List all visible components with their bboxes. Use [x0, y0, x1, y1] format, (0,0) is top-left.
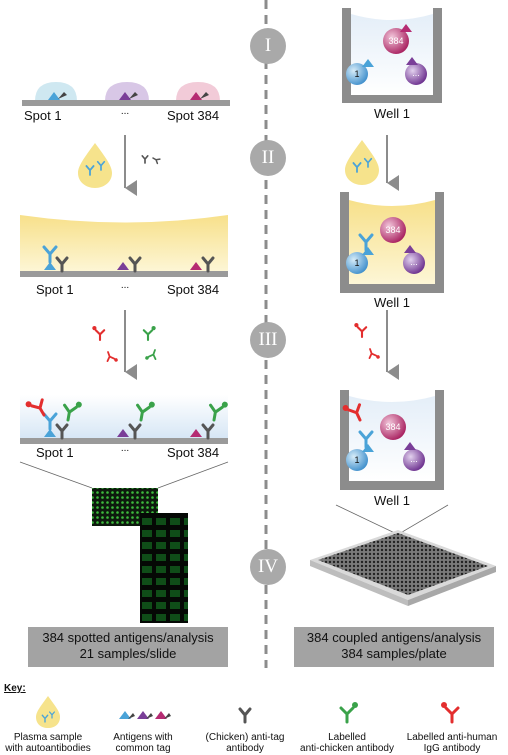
left-summary-line1: 384 spotted antigens/analysis — [42, 630, 214, 645]
key-antitag-icon — [238, 707, 252, 724]
bead-label-1: 1 — [354, 69, 360, 79]
spot-last-label: Spot 384 — [167, 108, 220, 123]
spot-last-label: Spot 384 — [167, 445, 220, 460]
key-title: Key: — [4, 683, 26, 694]
spot-ellipsis: ... — [120, 106, 130, 117]
key-plasma-icon — [36, 696, 60, 728]
bead-label-384: 384 — [385, 422, 401, 432]
step-number-4: IV — [250, 549, 286, 585]
spot-first-label: Spot 1 — [36, 445, 74, 460]
bead-label-1: 1 — [354, 258, 360, 268]
well-step-1 — [342, 8, 442, 103]
step-number-2: II — [250, 140, 286, 176]
well-label: Well 1 — [374, 106, 410, 121]
well-label: Well 1 — [374, 295, 410, 310]
spot-last-label: Spot 384 — [167, 282, 220, 297]
chip-step-1 — [22, 82, 230, 106]
chip-step-2 — [20, 215, 228, 277]
right-summary-box: 384 coupled antigens/analysis 384 sample… — [294, 627, 494, 667]
bead-label-1: 1 — [354, 455, 360, 465]
bead-label-ellipsis: ... — [410, 454, 418, 464]
step-number-3: III — [250, 322, 286, 358]
bead-label-ellipsis: ... — [410, 257, 418, 267]
well-label: Well 1 — [374, 493, 410, 508]
spot-ellipsis: ... — [120, 443, 130, 454]
well-step-3 — [340, 390, 444, 490]
microtiter-plate-image — [310, 530, 496, 606]
left-summary-line2: 21 samples/slide — [79, 646, 177, 661]
bead-label-384: 384 — [388, 36, 404, 46]
plasma-drop-left — [78, 143, 112, 188]
well-step-2 — [340, 192, 444, 293]
spot-first-label: Spot 1 — [24, 108, 62, 123]
spot-ellipsis: ... — [120, 280, 130, 291]
left-summary-box: 384 spotted antigens/analysis 21 samples… — [28, 627, 228, 667]
plasma-drop-right — [345, 140, 379, 185]
right-summary-line1: 384 coupled antigens/analysis — [306, 630, 482, 645]
step-number-1: I — [250, 28, 286, 64]
bead-label-384: 384 — [385, 225, 401, 235]
chip-step-3 — [20, 393, 230, 444]
key-antigen-icons — [119, 711, 171, 719]
key-antihuman-icon — [439, 700, 460, 724]
microarray-slide-image — [140, 513, 188, 623]
spot-first-label: Spot 1 — [36, 282, 74, 297]
key-antichicken-icon — [339, 700, 360, 724]
right-summary-line2: 384 samples/plate — [341, 646, 447, 661]
bead-label-ellipsis: ... — [412, 68, 420, 78]
